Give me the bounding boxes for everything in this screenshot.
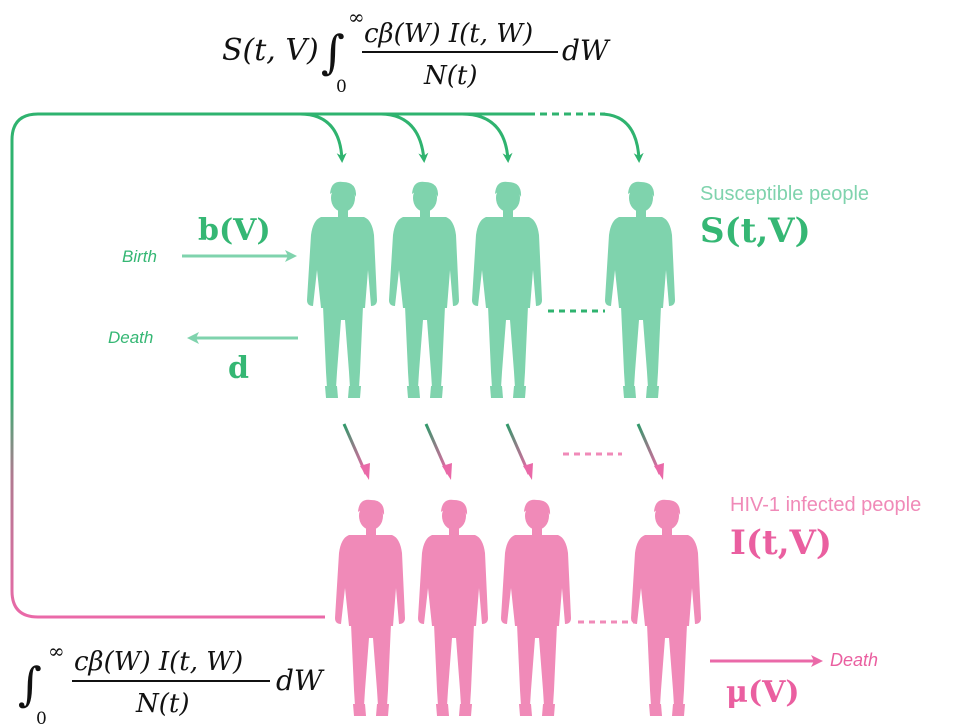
birth-label: Birth <box>122 247 157 266</box>
formula-top-upper-limit: ∞ <box>348 5 365 29</box>
infected-person-icon <box>418 499 488 716</box>
formula-top-differential: dW <box>562 34 611 67</box>
formula-bottom-denominator: N(t) <box>135 689 190 719</box>
formula-bottom-integral-sign: ∫ <box>18 657 42 711</box>
infected-group <box>335 499 701 716</box>
infected-death-label: Death <box>830 650 878 670</box>
formula-top-integral-sign: ∫ <box>321 25 345 79</box>
feedback-loop-line <box>10 112 535 619</box>
death-label: Death <box>108 328 153 347</box>
infected-death-group: Death μ(V) <box>710 650 878 710</box>
infected-death-rate: μ(V) <box>726 675 800 710</box>
formula-top-denominator: N(t) <box>423 61 478 91</box>
infection-loop <box>10 112 644 619</box>
infected-person-icon <box>501 499 571 716</box>
branch-arrow-2 <box>379 112 429 163</box>
susceptible-person-icon <box>307 181 377 398</box>
branch-arrow-4 <box>599 112 644 163</box>
birth-rate: b(V) <box>198 213 271 248</box>
susceptible-person-icon <box>389 181 459 398</box>
infected-person-icon <box>631 499 701 716</box>
death-rate: d <box>228 351 249 386</box>
susceptible-caption: Susceptible people <box>700 183 869 205</box>
susceptible-person-icon <box>605 181 675 398</box>
infected-caption: HIV-1 infected people <box>730 494 921 516</box>
formula-bottom-upper-limit: ∞ <box>48 639 65 663</box>
formula-top-lower-limit: 0 <box>336 77 347 97</box>
death-arrow-group: Death d <box>108 328 298 386</box>
formula-bottom: ∫ ∞ 0 cβ(W) I(t, W) N(t) dW <box>18 639 325 727</box>
formula-top-numerator: cβ(W) I(t, W) <box>364 19 533 49</box>
formula-bottom-lower-limit: 0 <box>36 709 47 727</box>
formula-top-prefix: S(t, V) <box>222 33 319 68</box>
formula-bottom-differential: dW <box>276 664 325 697</box>
susceptible-person-icon <box>472 181 542 398</box>
branch-arrow-3 <box>461 112 513 163</box>
formula-bottom-numerator: cβ(W) I(t, W) <box>74 647 243 677</box>
formula-top: S(t, V) ∫ ∞ 0 cβ(W) I(t, W) N(t) dW <box>222 5 611 97</box>
branch-arrow-1 <box>299 112 347 163</box>
transition-arrows <box>342 423 664 480</box>
birth-arrow-group: Birth b(V) <box>122 213 297 266</box>
infected-symbol: I(t,V) <box>730 523 832 563</box>
susceptible-group <box>307 181 675 398</box>
susceptible-symbol: S(t,V) <box>700 211 811 251</box>
infected-person-icon <box>335 499 405 716</box>
